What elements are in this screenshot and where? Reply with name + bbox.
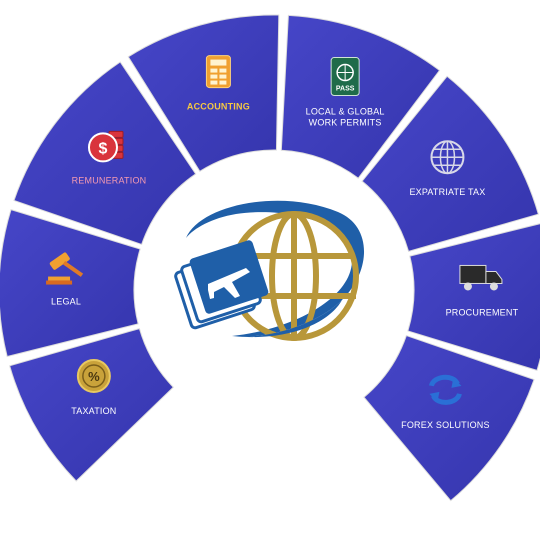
segment-label-legal: LEGAL [51,297,81,307]
globe-icon [430,140,465,175]
segment-label-line: REMUNERATION [72,175,147,185]
exchange-arrows-icon [428,374,462,405]
segment-label-line: LOCAL & GLOBAL [306,107,385,117]
segment-label-line: TAXATION [71,406,116,416]
svg-text:$: $ [99,140,108,157]
segment-procurement [407,223,540,372]
plane-icon [208,268,250,299]
passport-stack-icon [174,240,269,330]
segment-label-line: PROCUREMENT [446,307,519,317]
center-logo [174,200,365,341]
truck-icon [459,264,503,291]
gavel-icon [46,252,84,285]
segment-label-line: EXPATRIATE TAX [409,187,485,197]
segment-label-expatriate-tax: EXPATRIATE TAX [409,187,485,197]
segment-labels: TAXATION LEGAL REMUNERATION ACCOUNTING LOCAL… [51,102,519,430]
svg-text:%: % [88,369,100,384]
calculator-icon [205,55,231,89]
segment-label-remuneration: REMUNERATION [72,175,147,185]
svg-text:PASS: PASS [336,86,355,93]
segment-expatriate-tax [361,75,539,253]
segment-label-procurement: PROCUREMENT [446,307,519,317]
segment-label-line: ACCOUNTING [187,102,250,112]
segment-label-line: FOREX SOLUTIONS [401,420,490,430]
segment-label-forex: FOREX SOLUTIONS [401,420,490,430]
passport-icon: PASS [330,57,360,97]
segment-accounting [127,14,280,172]
segment-label-taxation: TAXATION [71,406,116,416]
segment-taxation [9,327,174,482]
segment-icons: % $ PASS [46,55,503,405]
percent-coin-icon: % [76,359,111,393]
dollar-coins-icon: $ [87,130,124,163]
segment-label-accounting: ACCOUNTING [187,102,250,112]
segment-forex [363,334,535,502]
segment-work-permits [280,14,441,179]
segment-label-line: WORK PERMITS [309,118,382,128]
segment-label-line: LEGAL [51,297,81,307]
